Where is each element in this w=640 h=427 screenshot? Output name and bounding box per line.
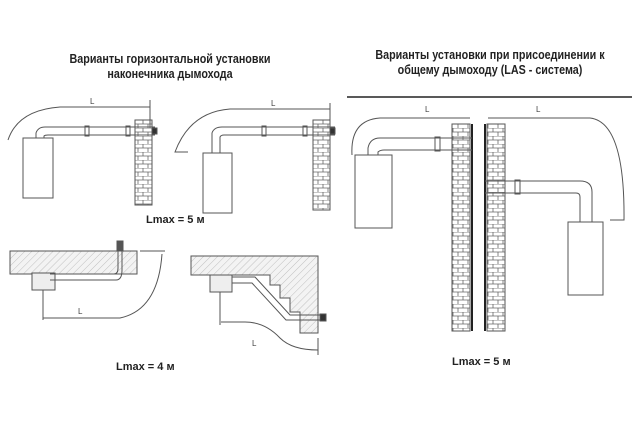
dimension-label: L [252, 339, 257, 348]
right-title: Варианты установки при присоединении к о… [352, 48, 627, 78]
flue-pipe-left [367, 137, 472, 155]
dimension-line [42, 253, 163, 320]
panel-horizontal-vertical-rise [174, 103, 336, 214]
flue-pipe-right [485, 180, 593, 222]
dimension-line [219, 292, 319, 355]
left-title: Варианты горизонтальной установки наконе… [41, 52, 299, 82]
lmax-bottom-left: Lmax = 4 м [116, 361, 175, 373]
dimension-label: L [271, 99, 276, 108]
lmax-right: Lmax = 5 м [452, 356, 511, 368]
brick-wall-right [486, 123, 506, 332]
boiler [209, 274, 233, 293]
right-title-line2: общему дымоходу (LAS - система) [397, 63, 583, 77]
flue-pipe [232, 276, 325, 321]
boiler [202, 152, 233, 214]
boiler [22, 137, 54, 199]
panel-horizontal-direct [7, 100, 158, 206]
panel-ceiling-offset [190, 255, 327, 355]
dimension-line-left [351, 117, 470, 156]
dimension-label: L [90, 97, 95, 106]
left-title-line2: наконечника дымохода [107, 67, 233, 81]
dimension-label: L [536, 105, 541, 114]
brick-wall [134, 119, 153, 206]
dimension-line [174, 108, 330, 153]
flue-pipe [211, 126, 335, 153]
boiler-right [567, 221, 604, 296]
flue-pipe [50, 245, 123, 281]
dimension-label: L [78, 307, 83, 316]
boiler [31, 272, 56, 291]
panel-las-system [351, 117, 625, 332]
lmax-top-left: Lmax = 5 м [146, 214, 205, 226]
dimension-line [7, 106, 150, 141]
ceiling-slab [190, 255, 319, 334]
boiler-left [354, 154, 393, 229]
dimension-label: L [425, 105, 430, 114]
flue-pipe [35, 126, 155, 138]
right-title-line1: Варианты установки при присоединении к [375, 48, 605, 62]
left-title-line1: Варианты горизонтальной установки [69, 52, 271, 66]
panel-ceiling-vertical [9, 240, 165, 320]
brick-wall-left [451, 123, 471, 332]
dimension-line-right [488, 117, 625, 221]
brick-wall [312, 119, 331, 211]
